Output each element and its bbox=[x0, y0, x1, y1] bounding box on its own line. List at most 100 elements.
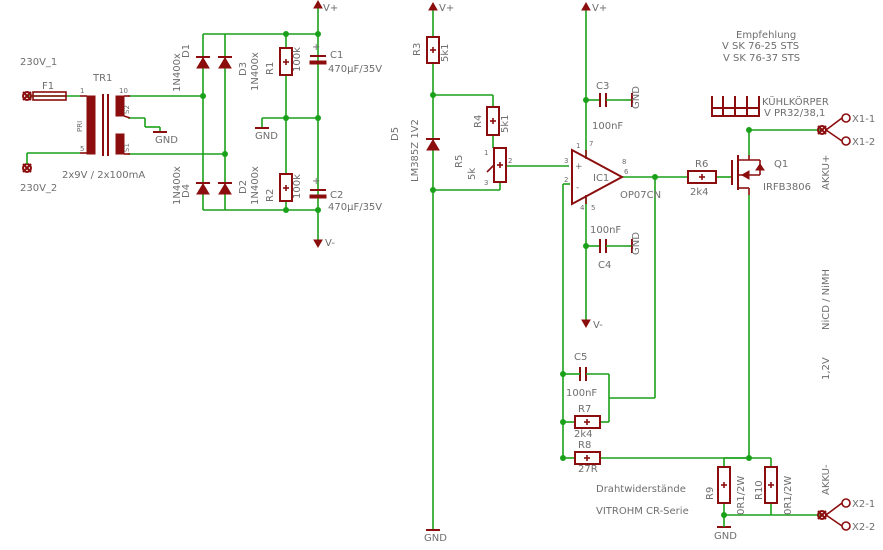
gnd-symbol-3: GND bbox=[424, 529, 447, 544]
potentiometer-r5: R5 5k 1 2 3 bbox=[454, 147, 512, 187]
svg-text:V SK 76-25 STS: V SK 76-25 STS bbox=[722, 41, 799, 52]
svg-text:R2: R2 bbox=[265, 189, 276, 202]
svg-text:S1: S1 bbox=[123, 143, 131, 152]
capacitor-c2: + C2 470µF/35V bbox=[309, 176, 382, 213]
svg-text:100k: 100k bbox=[292, 47, 303, 72]
svg-text:C1: C1 bbox=[330, 50, 343, 61]
svg-text:6: 6 bbox=[624, 168, 629, 176]
svg-text:X2-1: X2-1 bbox=[852, 499, 875, 510]
svg-text:470µF/35V: 470µF/35V bbox=[328, 64, 382, 75]
svg-text:V SK 76-37 STS: V SK 76-37 STS bbox=[723, 53, 800, 64]
svg-text:GND: GND bbox=[424, 533, 447, 544]
svg-text:X2-2: X2-2 bbox=[852, 522, 875, 533]
svg-text:1N400x: 1N400x bbox=[250, 166, 261, 205]
svg-text:R3: R3 bbox=[412, 43, 423, 56]
capacitor-c5: C5 100nF bbox=[566, 352, 609, 399]
svg-text:V+: V+ bbox=[592, 3, 607, 14]
svg-text:230V_1: 230V_1 bbox=[20, 57, 57, 68]
svg-text:PRI: PRI bbox=[76, 121, 84, 132]
svg-text:R4: R4 bbox=[473, 115, 484, 128]
svg-text:1: 1 bbox=[576, 142, 580, 150]
svg-text:1N400x: 1N400x bbox=[172, 53, 183, 92]
svg-text:2k4: 2k4 bbox=[574, 429, 593, 440]
svg-text:D2: D2 bbox=[238, 180, 249, 194]
resistor-r7: R7 2k4 bbox=[574, 404, 601, 440]
gnd-symbol-6: GND bbox=[714, 515, 737, 542]
svg-text:V+: V+ bbox=[439, 3, 454, 14]
svg-text:IRFB3806: IRFB3806 bbox=[763, 182, 811, 193]
svg-text:D4: D4 bbox=[181, 184, 192, 198]
svg-text:5k1: 5k1 bbox=[500, 114, 511, 133]
svg-text:100nF: 100nF bbox=[590, 225, 621, 236]
gnd-symbol-4: GND bbox=[631, 86, 642, 109]
svg-text:GND: GND bbox=[631, 86, 642, 109]
svg-text:R6: R6 bbox=[695, 159, 708, 170]
svg-text:V+: V+ bbox=[323, 3, 338, 14]
svg-text:1: 1 bbox=[80, 87, 84, 95]
svg-text:+: + bbox=[312, 176, 320, 187]
svg-text:1N400x: 1N400x bbox=[172, 166, 183, 205]
svg-text:100k: 100k bbox=[292, 174, 303, 199]
diode-d3: D3 1N400x bbox=[218, 52, 261, 91]
svg-text:5k1: 5k1 bbox=[440, 43, 451, 62]
svg-text:VITROHM CR-Serie: VITROHM CR-Serie bbox=[596, 506, 689, 517]
svg-text:1N400x: 1N400x bbox=[250, 52, 261, 91]
opamp-ic1: + - IC1 OP07CN 3 2 7 4 5 8 6 1 bbox=[564, 140, 661, 212]
battery-notes: NiCD / NiMH 1,2V bbox=[821, 269, 832, 380]
svg-text:GND: GND bbox=[631, 232, 642, 255]
junction-dots bbox=[200, 31, 752, 518]
svg-text:470µF/35V: 470µF/35V bbox=[328, 202, 382, 213]
svg-text:X1-1: X1-1 bbox=[852, 114, 875, 125]
gnd-symbol-1: GND bbox=[153, 131, 178, 146]
svg-text:1,2V: 1,2V bbox=[821, 357, 832, 380]
diode-d1: 1N400x D1 bbox=[172, 44, 210, 92]
svg-text:230V_2: 230V_2 bbox=[20, 183, 57, 194]
svg-text:AKKU+: AKKU+ bbox=[821, 155, 832, 190]
svg-text:F1: F1 bbox=[42, 81, 54, 92]
svg-text:IC1: IC1 bbox=[593, 173, 609, 184]
svg-text:2k4: 2k4 bbox=[690, 187, 709, 198]
svg-text:D5: D5 bbox=[390, 127, 401, 141]
svg-text:AKKU-: AKKU- bbox=[821, 464, 832, 495]
svg-text:+: + bbox=[575, 162, 583, 172]
svg-text:V PR32/38,1: V PR32/38,1 bbox=[764, 108, 825, 119]
svg-text:R5: R5 bbox=[454, 155, 465, 168]
svg-text:8: 8 bbox=[622, 158, 626, 166]
reference-diode-d5: D5 LM385Z 1V2 bbox=[390, 119, 440, 182]
svg-text:NiCD / NiMH: NiCD / NiMH bbox=[821, 269, 832, 330]
heatsink-icon: KÜHLKÖRPER V PR32/38,1 bbox=[711, 95, 829, 119]
mosfet-q1: Q1 IRFB3806 bbox=[731, 155, 811, 195]
vplus-symbol-1: V+ bbox=[313, 0, 338, 14]
svg-text:Q1: Q1 bbox=[774, 159, 788, 170]
vminus-symbol-2: V- bbox=[581, 319, 603, 331]
svg-text:GND: GND bbox=[155, 135, 178, 146]
resistor-r10: R10 0R1/2W bbox=[754, 466, 794, 515]
svg-text:7: 7 bbox=[589, 140, 593, 148]
svg-text:Drahtwiderstände: Drahtwiderstände bbox=[596, 484, 686, 495]
svg-text:2: 2 bbox=[508, 157, 512, 165]
gnd-symbol-2: GND bbox=[255, 127, 278, 142]
svg-text:X1-2: X1-2 bbox=[852, 137, 875, 148]
svg-text:TR1: TR1 bbox=[92, 73, 112, 84]
svg-text:3: 3 bbox=[484, 179, 488, 187]
svg-text:GND: GND bbox=[714, 531, 737, 542]
svg-text:GND: GND bbox=[255, 131, 278, 142]
resistor-r1: R1 100k bbox=[265, 47, 303, 76]
svg-text:C4: C4 bbox=[598, 260, 611, 271]
terminal-x2: X2-1 X2-2 AKKU- bbox=[817, 464, 875, 533]
svg-text:100nF: 100nF bbox=[592, 121, 623, 132]
svg-text:0R1/2W: 0R1/2W bbox=[783, 476, 794, 515]
svg-text:R1: R1 bbox=[265, 62, 276, 75]
diode-d4: 1N400x D4 bbox=[172, 166, 210, 205]
svg-text:KÜHLKÖRPER: KÜHLKÖRPER bbox=[762, 95, 829, 108]
wires bbox=[27, 8, 822, 530]
svg-text:5: 5 bbox=[80, 145, 84, 153]
fuse-f1: F1 bbox=[32, 81, 67, 101]
svg-text:S2: S2 bbox=[123, 105, 131, 114]
svg-text:Empfehlung: Empfehlung bbox=[736, 30, 796, 41]
svg-text:+: + bbox=[312, 42, 320, 53]
svg-text:3: 3 bbox=[564, 157, 568, 165]
resistor-r6: R6 2k4 bbox=[687, 159, 717, 198]
svg-text:1: 1 bbox=[484, 149, 488, 157]
